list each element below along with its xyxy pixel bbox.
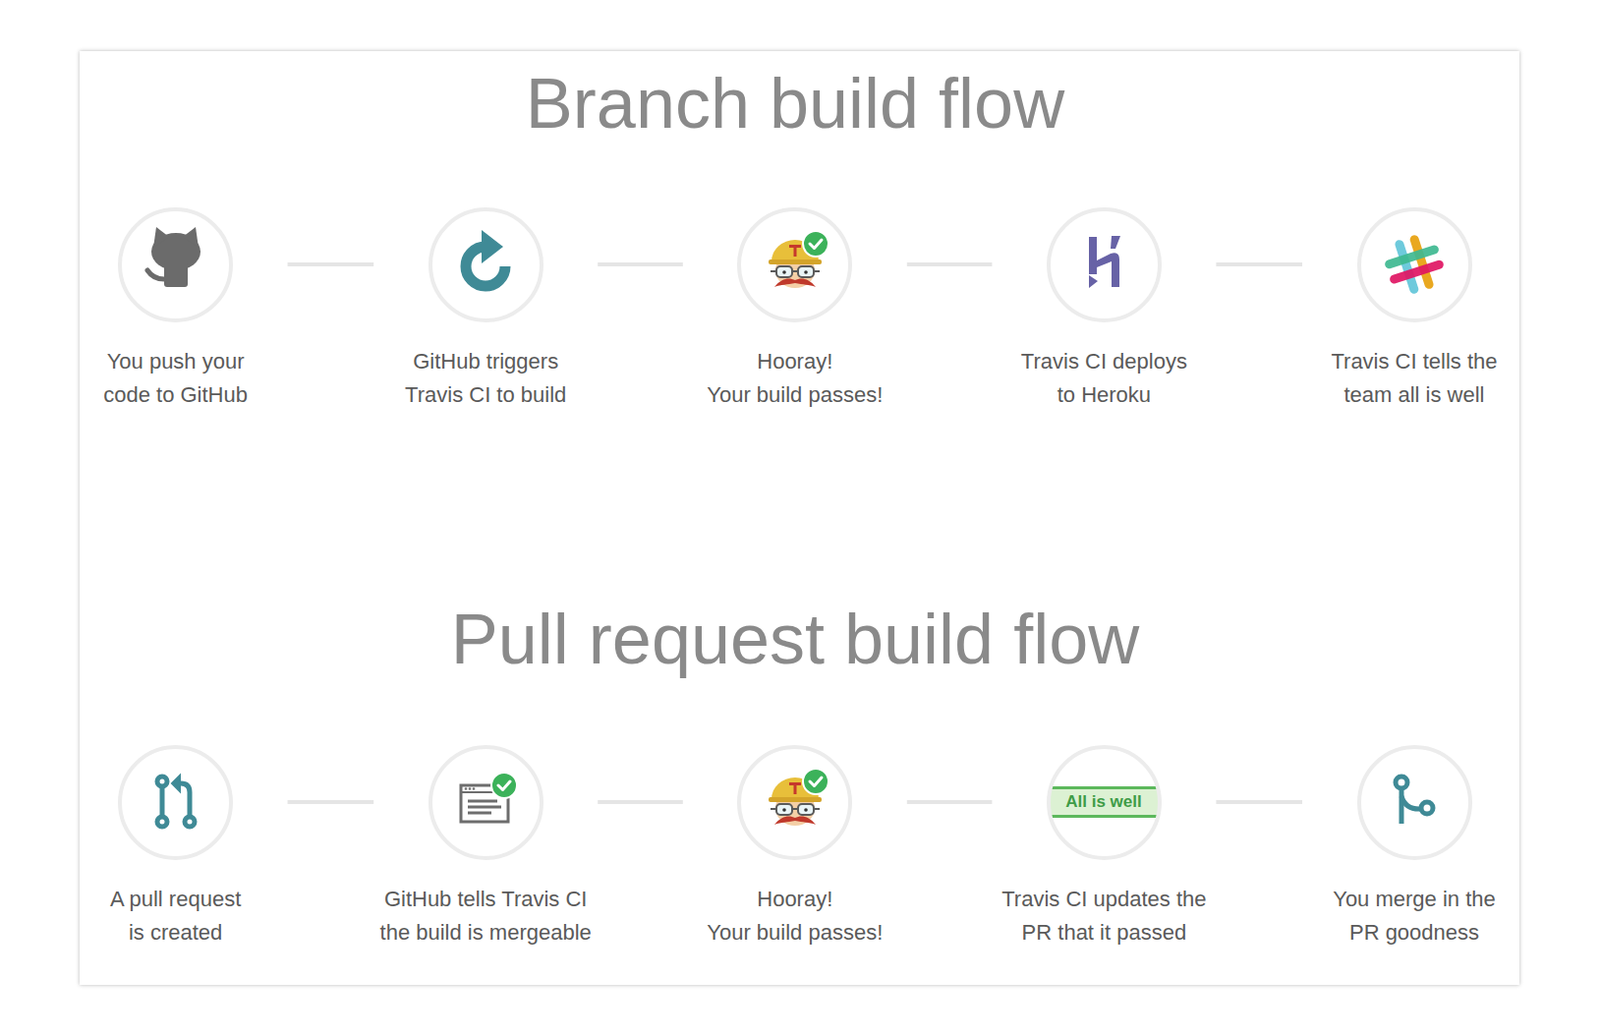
step-circle: [737, 744, 853, 860]
step-node: You push your code to GitHub: [63, 207, 288, 412]
flow-connector: [597, 262, 684, 267]
check-mark: [498, 781, 511, 791]
pr-head: [171, 775, 180, 792]
step-circle: [428, 207, 544, 323]
step-circle: [1357, 207, 1473, 323]
step-caption: Your build passes!: [683, 915, 908, 950]
slack-icon: [1384, 234, 1444, 294]
window-line: [467, 800, 498, 803]
status-banner-text: All is well: [1044, 791, 1163, 813]
section-title: Pull request build flow: [0, 603, 1591, 675]
pr-dot: [157, 816, 168, 827]
step-node: GitHub triggers Travis CI to build: [373, 207, 598, 412]
heroku-stem: [1088, 236, 1097, 275]
merge-dot: [1421, 801, 1433, 814]
step-node: GitHub tells Travis CI the build is merg…: [373, 744, 598, 950]
step-circle: [737, 207, 853, 323]
step-caption: Your build passes!: [683, 378, 908, 412]
step-caption: GitHub tells Travis CI the build is merg…: [374, 882, 597, 950]
flow-connector: [287, 800, 375, 804]
github-icon: [147, 227, 201, 287]
window-line: [467, 811, 492, 815]
heroku-leg: [1096, 252, 1120, 287]
window-dot: [472, 787, 476, 791]
step-caption: You merge in the PR goodness: [1328, 882, 1501, 950]
window-dot: [468, 787, 472, 791]
cat-tail: [147, 270, 165, 280]
step-circle: [117, 744, 233, 860]
merge-dot: [1395, 776, 1408, 789]
cat-ear: [182, 227, 199, 248]
slack-bar: [1389, 249, 1435, 265]
refresh-head: [481, 229, 504, 264]
step-caption: Travis CI updates the PR that it passed: [992, 882, 1215, 950]
step-caption: Hooray!: [683, 344, 908, 379]
merge-line: [1399, 788, 1405, 824]
travis-mascot: [768, 768, 829, 826]
banner-rule: [1050, 786, 1158, 790]
step-node: Travis CI tells the team all is well: [1302, 207, 1527, 412]
step-node: You merge in the PR goodness: [1302, 744, 1527, 950]
heroku-icon: [1088, 235, 1121, 288]
card-panel: [79, 51, 1520, 985]
flow-connector: [1215, 800, 1303, 804]
pr-dot: [157, 776, 168, 787]
step-node: A pull request is created: [63, 744, 288, 950]
pull-request-icon: [157, 775, 195, 827]
step-caption: GitHub triggers Travis CI to build: [395, 344, 577, 412]
mergeable-icon: [460, 772, 517, 822]
flow-connector: [907, 800, 993, 804]
pr-dot: [184, 816, 195, 827]
slack-bar: [1394, 264, 1440, 280]
step-caption: You push your code to GitHub: [84, 344, 267, 412]
pr-line: [160, 786, 166, 817]
flow-connector: [597, 800, 684, 804]
merge-line: [1401, 796, 1422, 809]
slack-bar: [1414, 239, 1429, 286]
step-node: Travis CI deploys to Heroku: [991, 207, 1216, 412]
step-caption: A pull request is created: [103, 882, 249, 950]
diagram-title: Branch build flow: [0, 67, 1591, 139]
flow-connector: [907, 262, 993, 267]
heroku-tip: [1088, 275, 1098, 288]
step-circle: [1046, 207, 1162, 323]
step-node: Travis CI updates the PR that it passed: [991, 744, 1216, 950]
flow-connector: [287, 262, 375, 267]
banner-rule: [1050, 814, 1158, 818]
step-node: Hooray!Your build passes!: [683, 744, 908, 950]
window-dot: [464, 787, 468, 791]
step-caption: Hooray!: [683, 882, 908, 916]
slack-bar: [1399, 244, 1415, 290]
window-line: [467, 805, 502, 809]
merge-icon: [1395, 776, 1433, 824]
cat-body: [164, 261, 188, 287]
build-trigger-icon: [465, 229, 506, 286]
step-circle: [428, 744, 544, 860]
step-node: Hooray!Your build passes!: [683, 207, 908, 412]
flow-connector: [1215, 262, 1303, 267]
step-circle: [117, 207, 233, 323]
heroku-flick: [1110, 235, 1121, 249]
check-badge: [491, 772, 517, 799]
travis-mascot: [768, 230, 829, 288]
step-circle: [1357, 744, 1473, 860]
cat-ear: [153, 227, 170, 248]
step-caption: Travis CI tells the team all is well: [1323, 344, 1506, 412]
step-caption: Travis CI deploys to Heroku: [1013, 344, 1195, 412]
